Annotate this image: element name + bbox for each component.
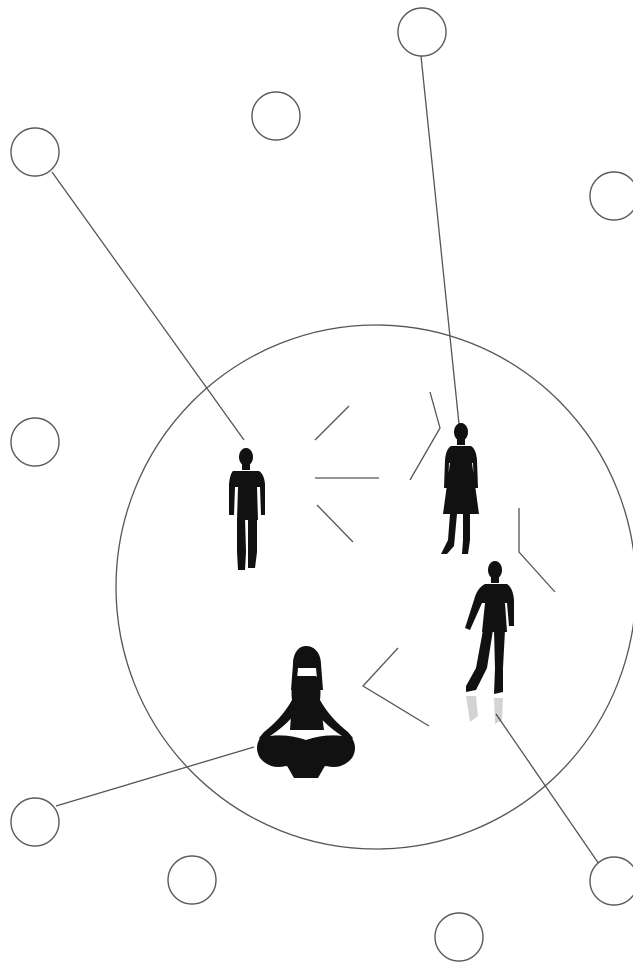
walking-man-figure <box>465 561 514 724</box>
walking-man-reflection <box>466 696 503 724</box>
outer-node <box>435 913 483 961</box>
interaction-stroke <box>317 505 353 542</box>
outer-node <box>168 856 216 904</box>
outer-nodes <box>11 8 633 961</box>
connector-line-top-left <box>52 172 244 440</box>
outer-node <box>252 92 300 140</box>
connector-line-bottom-left <box>56 747 254 806</box>
interaction-strokes <box>315 392 555 726</box>
outer-node <box>590 172 633 220</box>
connector-line-top-right <box>421 56 459 424</box>
outer-node <box>11 798 59 846</box>
connector-line-bottom-right <box>496 714 599 864</box>
interaction-stroke <box>315 406 349 440</box>
interaction-chevron <box>519 508 555 592</box>
meditating-woman-figure <box>257 646 355 778</box>
group-circle <box>116 325 633 849</box>
standing-man-figure <box>229 448 265 570</box>
standing-woman-figure <box>441 423 479 554</box>
outer-node <box>11 128 59 176</box>
outer-node <box>398 8 446 56</box>
interaction-chevron <box>363 648 429 726</box>
outer-node <box>590 857 633 905</box>
interaction-chevron <box>410 392 440 480</box>
outer-node <box>11 418 59 466</box>
